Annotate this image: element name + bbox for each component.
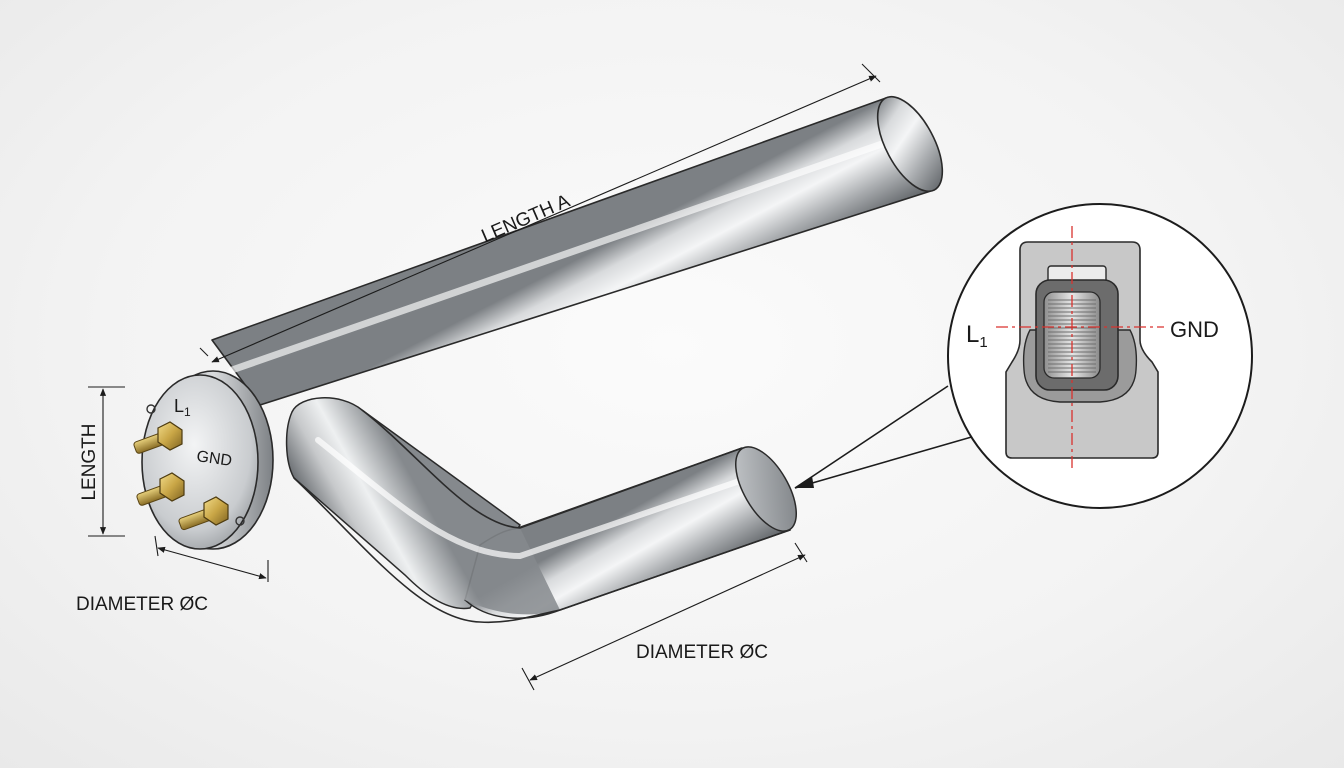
diameter-bottom-label: DIAMETER ØC	[636, 642, 768, 663]
length-label: LENGTH	[79, 423, 100, 500]
terminal-stud	[178, 496, 229, 531]
terminal-stud	[136, 472, 185, 506]
length-a-dimension	[199, 63, 881, 363]
detail-callout: L1 GND	[794, 203, 1253, 509]
tube-diameter-dimension	[521, 542, 808, 691]
diameter-left-label: DIAMETER ØC	[76, 594, 208, 615]
upper-straight-tube	[211, 95, 944, 406]
lower-bent-tube	[285, 397, 798, 624]
flange-diameter-dimension	[154, 535, 269, 582]
callout-leader	[794, 385, 976, 489]
terminal-studs	[133, 421, 229, 531]
flange-gnd-label: GND	[195, 448, 233, 470]
callout-arrowhead	[795, 476, 814, 488]
detail-l1-label: L1	[966, 321, 988, 351]
terminal-stud	[133, 421, 183, 454]
flange-l1-label: L1	[174, 396, 191, 419]
detail-gnd-label: GND	[1170, 317, 1219, 342]
mounting-hole	[235, 516, 245, 526]
length-dimension	[88, 386, 125, 537]
mounting-hole	[146, 404, 156, 414]
terminal-flange	[141, 370, 274, 550]
